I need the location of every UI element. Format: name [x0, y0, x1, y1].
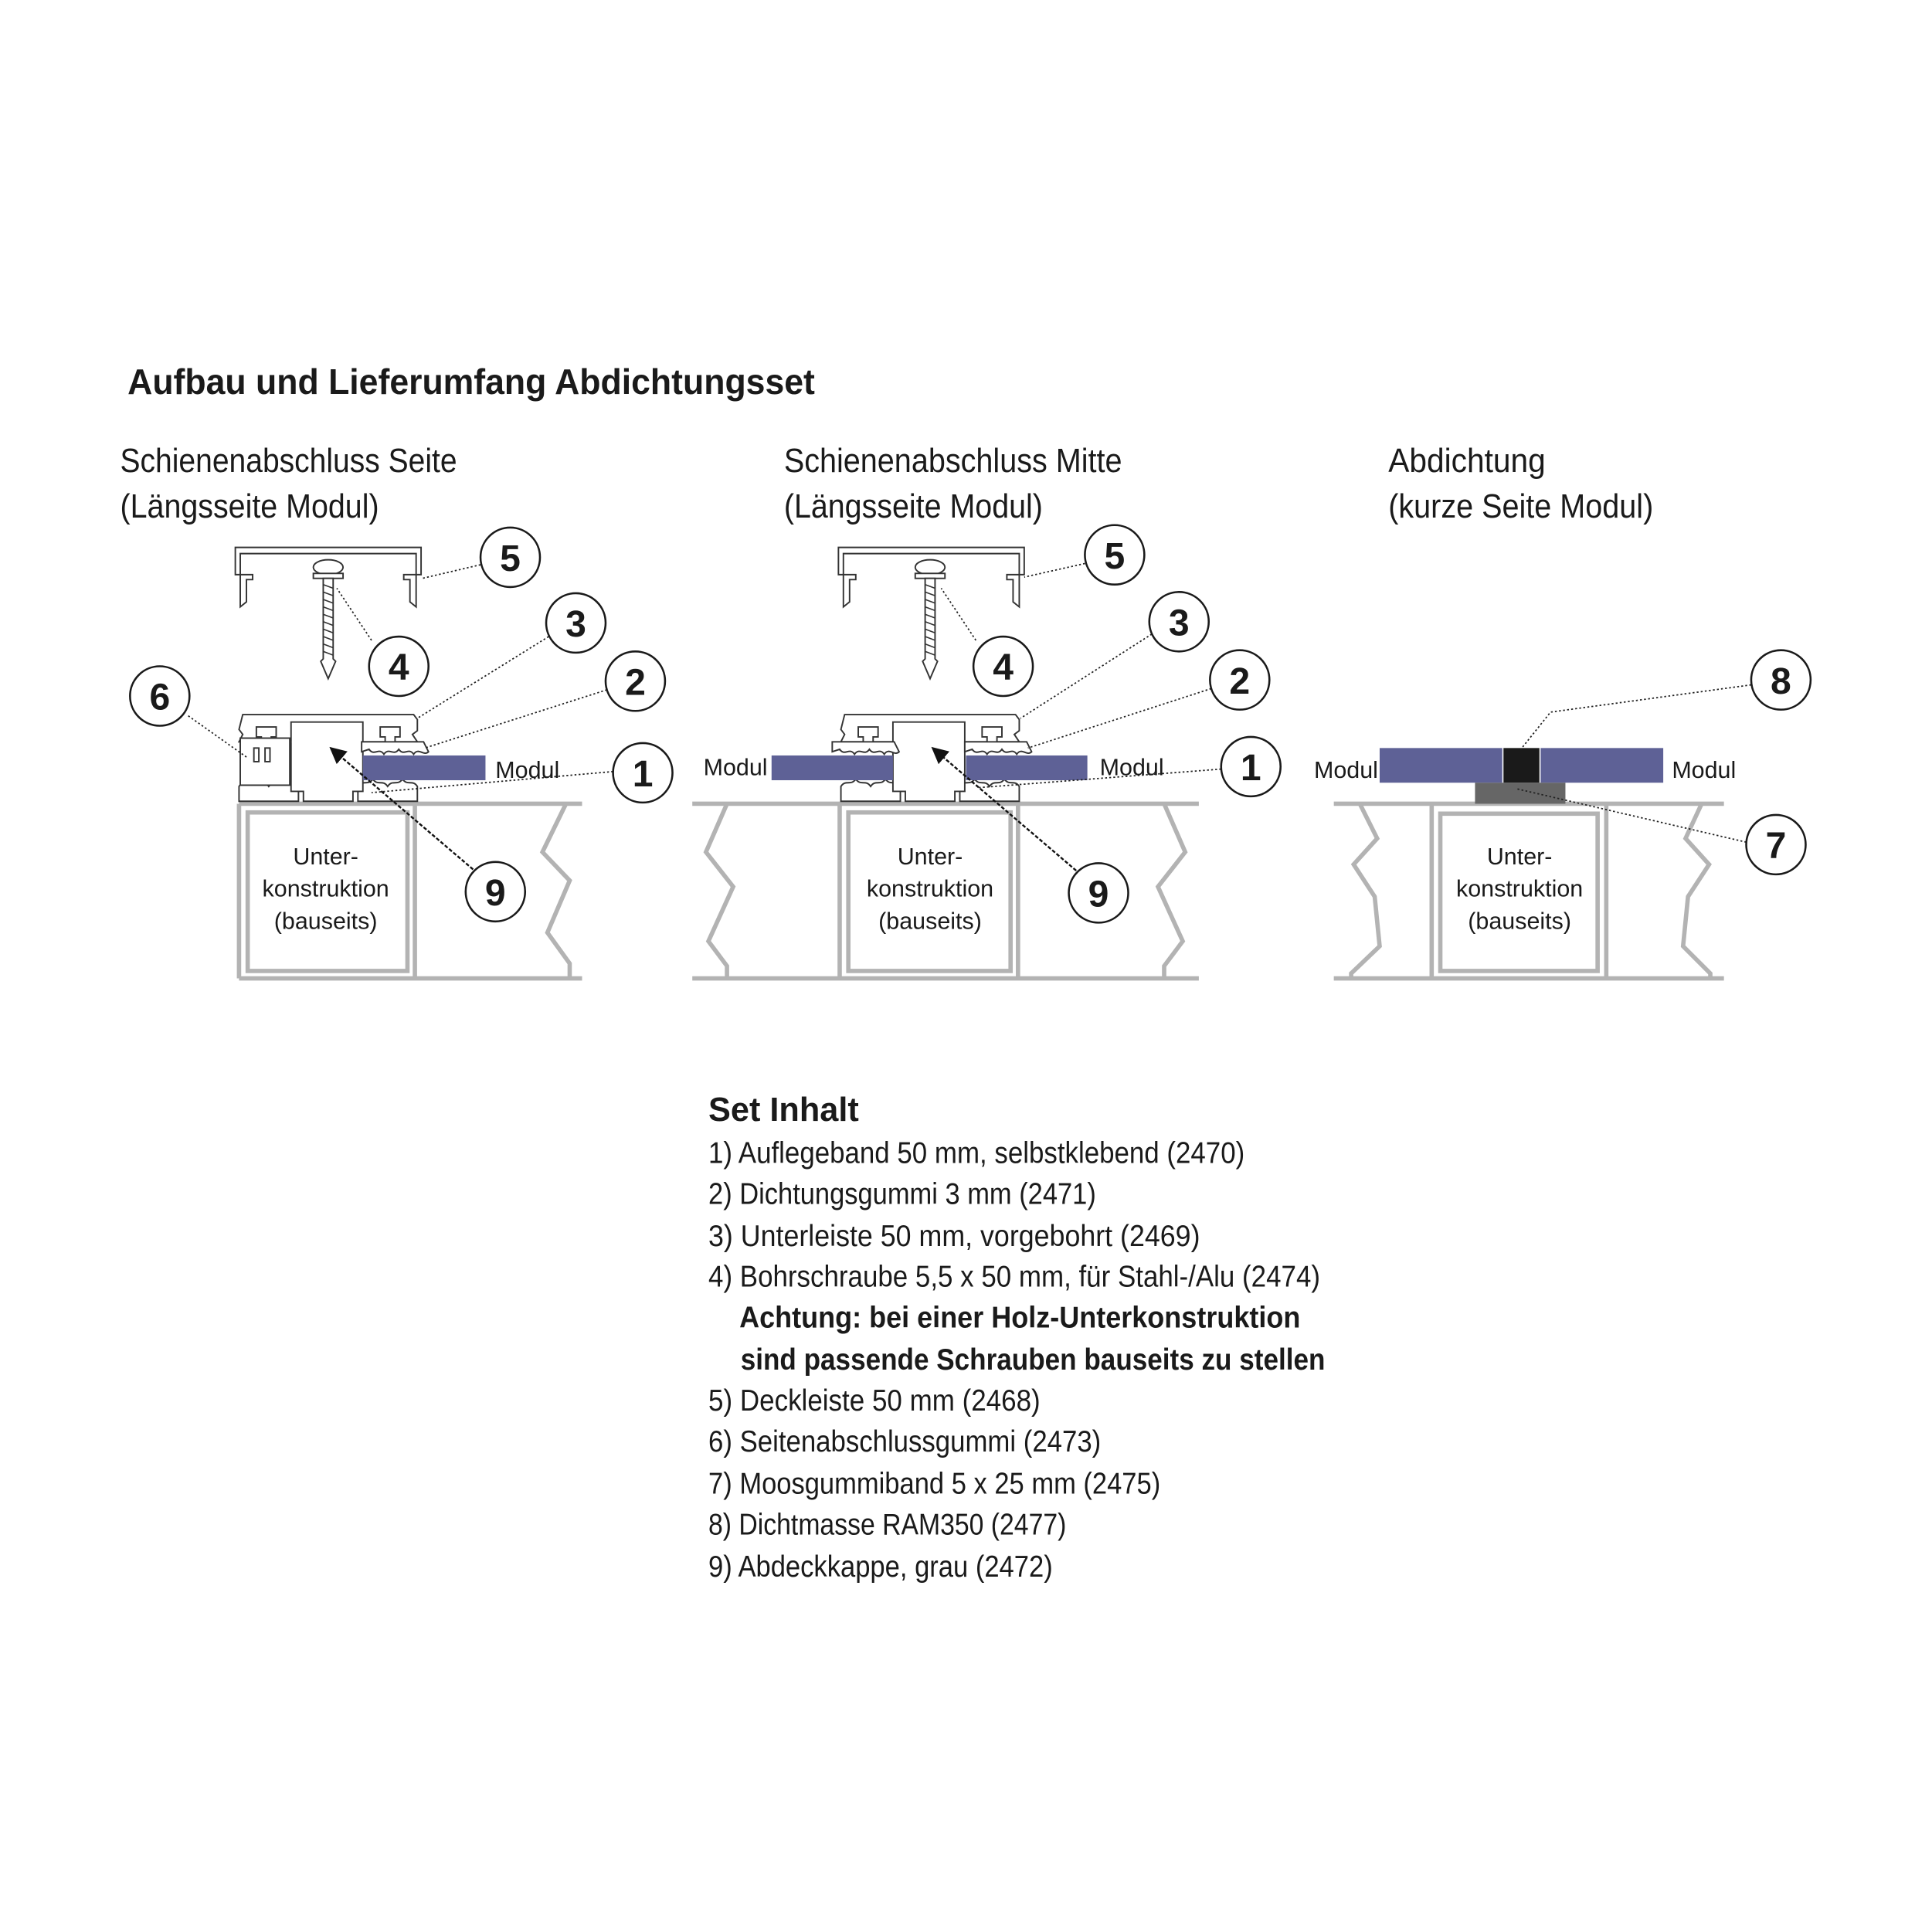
svg-text:1: 1	[1241, 747, 1261, 789]
module-panel	[771, 755, 893, 781]
substructure-label: (bauseits)	[878, 908, 982, 934]
page-title: Aufbau und Lieferumfang Abdichtungsset	[127, 362, 815, 402]
section-3-subtitle: (kurze Seite Modul)	[1388, 488, 1653, 525]
section-1-title: Schienenabschluss Seite	[121, 443, 457, 480]
substructure-label: Unter-	[1487, 844, 1553, 870]
svg-text:3: 3	[565, 603, 586, 645]
substructure	[236, 801, 582, 981]
callout-1: 1	[612, 742, 674, 804]
svg-text:8: 8	[1771, 660, 1791, 702]
foam-rubber-tape	[1475, 783, 1566, 804]
list-item-note: sind passende Schrauben bauseits zu stel…	[741, 1343, 1326, 1377]
svg-text:5: 5	[500, 538, 521, 579]
modul-label: Modul	[1314, 757, 1378, 783]
module-panel	[1379, 748, 1502, 783]
svg-text:6: 6	[149, 677, 170, 718]
callout-8: 8	[1750, 649, 1812, 711]
list-item: 4) Bohrschraube 5,5 x 50 mm, für Stahl-/…	[708, 1261, 1320, 1294]
svg-text:4: 4	[993, 647, 1014, 688]
modul-label: Modul	[1100, 755, 1164, 781]
drilling-screw	[914, 559, 946, 680]
substructure-label: Unter-	[898, 844, 963, 870]
substructure	[692, 801, 1199, 981]
svg-text:4: 4	[389, 647, 409, 688]
sealing-rubber	[831, 741, 900, 755]
section-1-subtitle: (Längsseite Modul)	[121, 488, 379, 525]
substructure-label: konstruktion	[263, 876, 389, 902]
callout-5: 5	[1084, 524, 1146, 586]
svg-text:3: 3	[1169, 602, 1190, 643]
callout-7: 7	[1745, 813, 1807, 876]
callout-6: 6	[129, 665, 191, 727]
section-2-subtitle: (Längsseite Modul)	[784, 488, 1043, 525]
module-panel	[1540, 748, 1664, 783]
callout-4: 4	[972, 635, 1034, 698]
sealant-joint	[1503, 748, 1540, 783]
svg-text:1: 1	[633, 753, 654, 795]
diagram-side-rail-end: Modul Unter- konstruktion (bauseits) 5 4…	[129, 526, 674, 981]
list-item: 7) Moosgummiband 5 x 25 mm (2475)	[708, 1467, 1160, 1500]
substructure-label: konstruktion	[867, 876, 993, 902]
callout-1: 1	[1220, 735, 1282, 798]
section-3-title: Abdichtung	[1388, 443, 1546, 480]
list-item: 6) Seitenabschlussgummi (2473)	[708, 1425, 1101, 1458]
modul-label: Modul	[1672, 757, 1736, 783]
svg-text:9: 9	[485, 872, 506, 914]
list-item-note: Achtung: bei einer Holz-Unterkonstruktio…	[739, 1302, 1300, 1335]
svg-text:5: 5	[1105, 535, 1126, 577]
callout-5: 5	[479, 526, 542, 589]
list-item: 1) Auflegeband 50 mm, selbstklebend (247…	[708, 1136, 1244, 1170]
sealing-rubber	[361, 741, 430, 755]
callout-4: 4	[368, 635, 430, 698]
modul-label: Modul	[704, 755, 768, 781]
list-item: 9) Abdeckkappe, grau (2472)	[708, 1550, 1053, 1584]
svg-text:2: 2	[1229, 660, 1250, 702]
diagram-short-side-sealing: Modul Modul Unter- konstruktion (bauseit…	[1314, 649, 1812, 981]
sealing-rubber	[963, 741, 1033, 755]
module-panel	[966, 755, 1088, 781]
svg-text:2: 2	[625, 661, 646, 703]
set-contents-list: Set Inhalt 1) Auflegeband 50 mm, selbstk…	[708, 1092, 1325, 1584]
callout-3: 3	[545, 592, 607, 654]
svg-text:7: 7	[1766, 825, 1787, 867]
callout-2: 2	[604, 650, 667, 712]
substructure-label: (bauseits)	[1468, 908, 1571, 934]
set-heading: Set Inhalt	[708, 1092, 859, 1129]
section-2-title: Schienenabschluss Mitte	[784, 443, 1122, 480]
svg-text:9: 9	[1088, 874, 1109, 915]
list-item: 2) Dichtungsgummi 3 mm (2471)	[708, 1177, 1096, 1210]
module-panel	[362, 755, 486, 781]
diagram-middle-rail-end: Modul Modul Unter- konstruktion (bauseit…	[692, 524, 1282, 981]
substructure-label: konstruktion	[1456, 876, 1583, 902]
list-item: 3) Unterleiste 50 mm, vorgebohrt (2469)	[708, 1220, 1200, 1253]
callout-9: 9	[1068, 862, 1129, 924]
list-item: 8) Dichtmasse RAM350 (2477)	[708, 1508, 1066, 1541]
substructure-label: Unter-	[293, 844, 358, 870]
list-item: 5) Deckleiste 50 mm (2468)	[708, 1384, 1041, 1418]
drilling-screw	[312, 559, 345, 680]
callout-9: 9	[464, 861, 527, 923]
callout-2: 2	[1209, 649, 1271, 711]
substructure-label: (bauseits)	[274, 908, 378, 934]
callout-3: 3	[1148, 591, 1210, 653]
